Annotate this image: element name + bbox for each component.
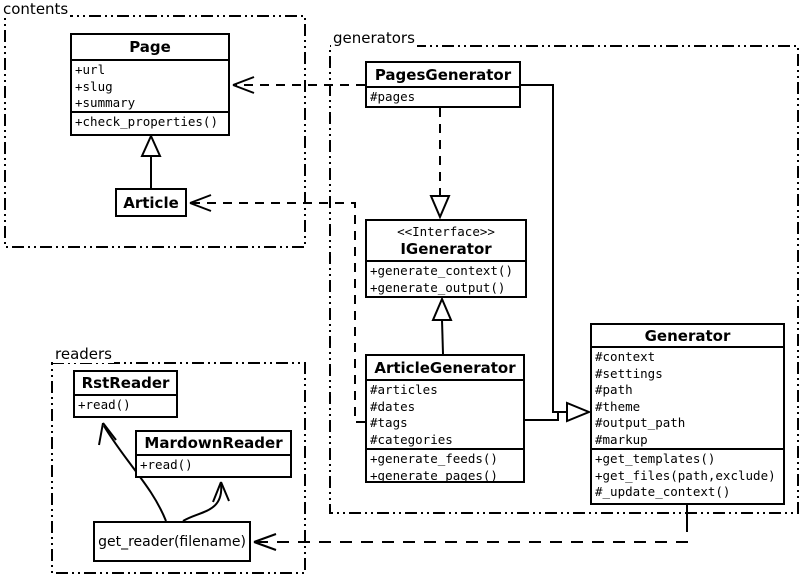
class-page-name: Page bbox=[72, 35, 228, 61]
method: +generate_feeds() bbox=[370, 451, 498, 466]
class-generator-name: Generator bbox=[592, 325, 783, 348]
class-generator: Generator #context #settings #path #them… bbox=[590, 323, 785, 505]
attribute: #output_path bbox=[595, 415, 686, 430]
package-label-contents: contents bbox=[1, 0, 71, 18]
attribute: #path bbox=[595, 382, 633, 397]
method: +generate_output() bbox=[370, 279, 506, 295]
attribute: #context bbox=[595, 349, 656, 364]
method: +generate_pages() bbox=[370, 467, 498, 483]
method: +read() bbox=[140, 457, 193, 472]
class-page: Page +url +slug +summary +check_properti… bbox=[70, 33, 230, 136]
attribute: #dates bbox=[370, 398, 416, 414]
class-pagesgenerator-name: PagesGenerator bbox=[367, 63, 519, 88]
package-contents-border bbox=[4, 15, 306, 248]
package-readers-border bbox=[51, 362, 306, 574]
attribute: #markup bbox=[595, 431, 648, 447]
inheritance-articlegenerator-to-igenerator bbox=[431, 296, 453, 355]
attribute: #theme bbox=[595, 398, 641, 414]
class-rstreader-name: RstReader bbox=[75, 372, 176, 396]
class-articlegenerator-name: ArticleGenerator bbox=[367, 356, 523, 381]
arrow-getreader-to-mardownreader bbox=[182, 481, 230, 522]
method: +get_files(path,exclude) bbox=[595, 467, 776, 483]
attribute: #settings bbox=[595, 365, 663, 381]
class-mardownreader-methods: +read() bbox=[137, 456, 290, 475]
class-mardownreader: MardownReader +read() bbox=[135, 430, 292, 478]
class-article: Article bbox=[115, 188, 187, 217]
method: +check_properties() bbox=[75, 114, 218, 129]
class-igenerator-methods: +generate_context() +generate_output() bbox=[367, 262, 525, 297]
dependency-generator-to-getreader bbox=[253, 505, 688, 551]
attribute: +url bbox=[75, 62, 106, 77]
attribute: #tags bbox=[370, 415, 408, 430]
method: +read() bbox=[78, 397, 131, 412]
attribute: #articles bbox=[370, 382, 438, 397]
realization-pagesgenerator-to-igenerator bbox=[429, 108, 451, 220]
class-rstreader: RstReader +read() bbox=[73, 370, 178, 418]
package-label-readers: readers bbox=[53, 345, 114, 363]
class-mardownreader-name: MardownReader bbox=[137, 432, 290, 456]
method: #_update_context() bbox=[595, 484, 731, 499]
attribute: #pages bbox=[370, 89, 416, 104]
class-page-attributes: +url +slug +summary bbox=[72, 61, 228, 113]
inheritance-generators-to-generator bbox=[521, 84, 592, 423]
class-generator-methods: +get_templates() +get_files(path,exclude… bbox=[592, 450, 783, 502]
interface-stereotype: <<Interface>> bbox=[397, 223, 495, 239]
method: +generate_context() bbox=[370, 263, 513, 278]
dependency-pagesgenerator-to-page bbox=[232, 76, 365, 94]
class-igenerator: <<Interface>> IGenerator +generate_conte… bbox=[365, 219, 527, 298]
class-rstreader-methods: +read() bbox=[75, 396, 176, 415]
method: +get_templates() bbox=[595, 451, 716, 466]
package-generators-border bbox=[329, 45, 799, 514]
class-page-methods: +check_properties() bbox=[72, 113, 228, 132]
package-label-generators: generators bbox=[331, 29, 417, 47]
dependency-articlegenerator-to-article bbox=[189, 194, 365, 423]
class-generator-attributes: #context #settings #path #theme #output_… bbox=[592, 348, 783, 450]
class-pagesgenerator: PagesGenerator #pages bbox=[365, 61, 521, 108]
class-pagesgenerator-attributes: #pages bbox=[367, 88, 519, 107]
class-igenerator-name: <<Interface>> IGenerator bbox=[367, 221, 525, 262]
attribute: +summary bbox=[75, 95, 136, 110]
class-article-name: Article bbox=[123, 193, 179, 212]
class-articlegenerator-methods: +generate_feeds() +generate_pages() bbox=[367, 450, 523, 485]
attribute: +slug bbox=[75, 78, 113, 94]
inheritance-article-to-page bbox=[140, 133, 162, 188]
class-articlegenerator: ArticleGenerator #articles #dates #tags … bbox=[365, 354, 525, 483]
class-igenerator-name-text: IGenerator bbox=[400, 239, 492, 258]
function-get-reader: get_reader(filename) bbox=[93, 521, 251, 562]
attribute: #categories bbox=[370, 431, 453, 447]
class-articlegenerator-attributes: #articles #dates #tags #categories bbox=[367, 381, 523, 450]
